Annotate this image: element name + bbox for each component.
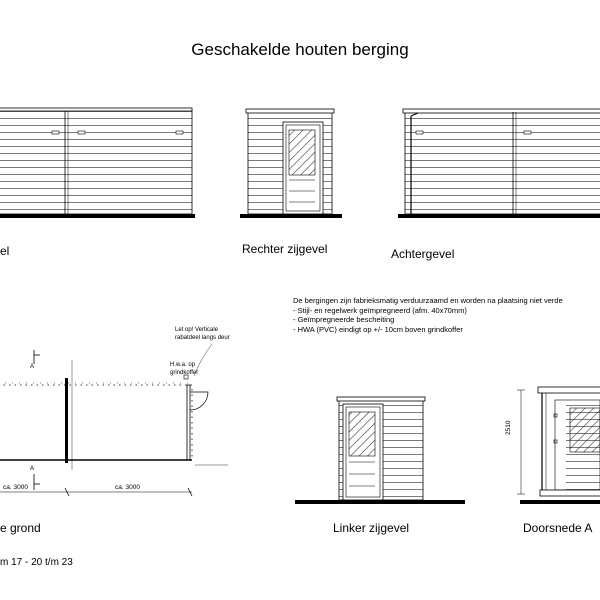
dimension-right: ca. 3000 — [115, 484, 140, 491]
section-label: Doorsnede A — [523, 521, 593, 535]
note-line: H.w.a. op — [170, 362, 196, 368]
front-elevation-label: el — [0, 244, 10, 258]
note-line: - HWA (PVC) eindigt op +/- 10cm boven gr… — [293, 324, 463, 334]
note-line: - Stijl- en regelwerk geïmpregneerd (afm… — [293, 305, 467, 315]
downpipe-note: H.w.a. op grindkoffer — [170, 361, 198, 377]
right-elevation-label: Rechter zijgevel — [242, 242, 328, 256]
section-marker-bottom: A — [30, 466, 35, 472]
section-a — [517, 386, 600, 504]
front-elevation — [0, 107, 195, 218]
note-line: grindkoffer — [170, 370, 199, 376]
floor-plan — [0, 343, 228, 497]
rear-elevation — [398, 108, 600, 218]
left-side-elevation — [295, 396, 465, 504]
dimension-left: ca. 3000 — [3, 484, 28, 491]
note-line: rabatdeel langs deur — [175, 335, 230, 341]
right-side-elevation — [240, 108, 342, 218]
left-elevation-label: Linker zijgevel — [333, 521, 410, 535]
section-marker-top: A — [30, 364, 35, 370]
floor-plan-label: e grond — [0, 521, 41, 535]
sheet-reference: m 17 - 20 t/m 23 — [0, 557, 73, 568]
door-cladding-note: Let op! Verticale rabatdeel langs deur — [175, 326, 230, 342]
note-line: De bergingen zijn fabrieksmatig verduurz… — [293, 296, 563, 305]
construction-notes: De bergingen zijn fabrieksmatig verduurz… — [293, 296, 563, 334]
note-line: Let op! Verticale — [175, 327, 219, 333]
section-height-dimension: 2510 — [505, 420, 512, 435]
drawing-title: Geschakelde houten berging — [191, 40, 409, 59]
note-line: - Geïmpregneerde bescheiting — [293, 315, 395, 324]
rear-elevation-label: Achtergevel — [391, 247, 455, 261]
